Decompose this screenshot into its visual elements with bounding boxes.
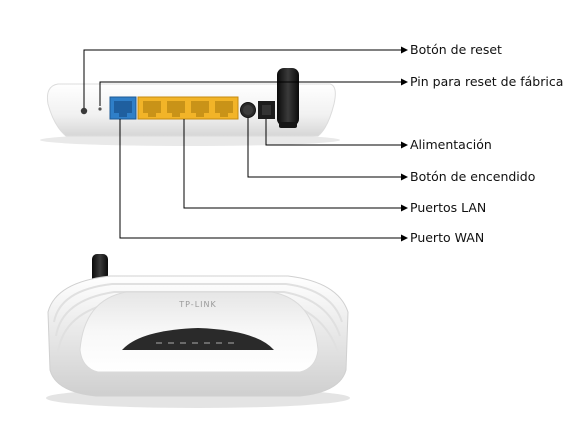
arrowhead	[401, 46, 408, 54]
label-wan-port: Puerto WAN	[410, 230, 485, 245]
label-power-button: Botón de encendido	[410, 169, 536, 184]
led-panel	[122, 328, 274, 350]
arrowhead	[401, 78, 408, 86]
arrowhead	[401, 234, 408, 242]
label-reset-button: Botón de reset	[410, 42, 502, 57]
factory-reset-pin-hole	[98, 107, 102, 111]
lan-ports	[137, 96, 239, 120]
label-factory-reset-pin: Pin para reset de fábrica	[410, 74, 564, 89]
router-front-view: TP-LINK	[46, 254, 350, 408]
leader-power-button	[247, 118, 402, 178]
rear-antenna	[277, 68, 299, 128]
power-button	[240, 102, 256, 118]
reset-button-hole	[80, 107, 88, 115]
leader-arrowheads	[401, 46, 408, 242]
leader-wan-port	[119, 119, 402, 239]
label-lan-ports: Puertos LAN	[410, 200, 487, 215]
wan-port	[109, 96, 137, 120]
arrowhead	[401, 173, 408, 181]
leader-lines	[83, 49, 402, 239]
front-logo: TP-LINK	[178, 300, 216, 309]
leader-power	[265, 119, 402, 146]
leader-factory-pin	[99, 81, 402, 106]
label-power: Alimentación	[410, 137, 492, 152]
leader-lan-ports	[183, 119, 402, 209]
leader-reset-button	[83, 49, 402, 108]
arrowhead	[401, 141, 408, 149]
power-jack	[258, 101, 275, 119]
router-rear-view	[40, 68, 340, 146]
arrowhead	[401, 204, 408, 212]
